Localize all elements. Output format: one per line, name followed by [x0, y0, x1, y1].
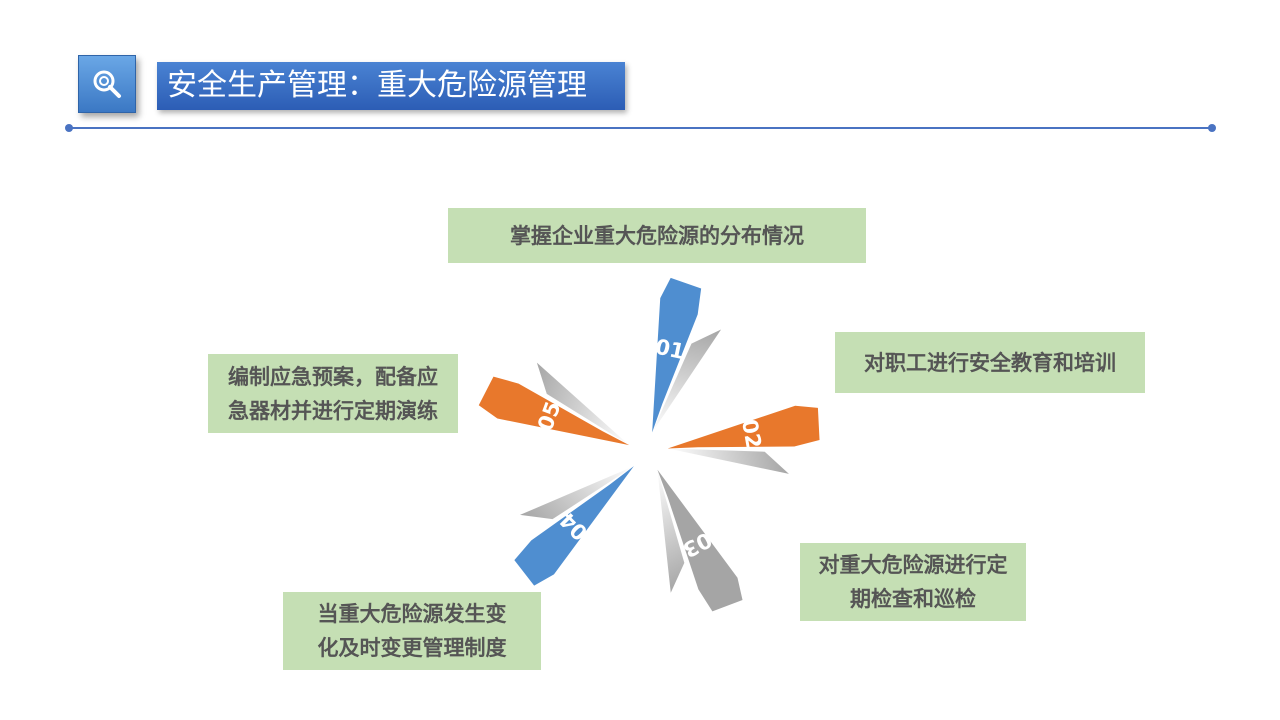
item-text-03-line2: 期检查和巡检: [850, 587, 976, 611]
arrow-shadow-04: [520, 466, 634, 520]
arrow-shadow-03: [657, 469, 685, 593]
arrow-number-01: 01: [653, 335, 687, 365]
item-label-04: 当重大危险源发生变 化及时变更管理制度: [283, 592, 541, 670]
divider-dot-right: [1208, 124, 1216, 132]
arrow-body-04: [514, 466, 634, 586]
item-text-02: 对职工进行安全教育和培训: [864, 350, 1116, 375]
page-title: 安全生产管理：重大危险源管理: [167, 68, 587, 103]
item-text-04-line2: 化及时变更管理制度: [317, 636, 507, 660]
arrow-04: 04: [514, 466, 634, 586]
arrow-02: 02: [667, 405, 820, 474]
arrow-number-02: 02: [737, 417, 766, 450]
item-label-01: 掌握企业重大危险源的分布情况: [448, 208, 866, 263]
arrow-body-03: [657, 469, 743, 612]
arrow-01: 01: [652, 277, 722, 433]
item-text-04-line1: 当重大危险源发生变: [317, 602, 507, 626]
header-search-icon: [78, 55, 136, 113]
arrow-body-02: [667, 405, 820, 449]
item-text-01: 掌握企业重大危险源的分布情况: [510, 223, 804, 248]
header-divider: [70, 127, 1212, 129]
item-label-03: 对重大危险源进行定 期检查和巡检: [800, 543, 1026, 621]
item-text-03-line1: 对重大危险源进行定: [818, 553, 1008, 577]
item-label-02: 对职工进行安全教育和培训: [835, 332, 1145, 393]
search-icon: [93, 70, 121, 98]
page-title-box: 安全生产管理：重大危险源管理: [157, 62, 625, 110]
arrow-03: 03: [657, 469, 743, 612]
item-text-05-line1: 编制应急预案，配备应: [228, 364, 438, 389]
item-text-05-line2: 急器材并进行定期演练: [228, 398, 438, 423]
item-label-05: 编制应急预案，配备应 急器材并进行定期演练: [208, 354, 458, 433]
arrow-body-05: [478, 376, 630, 446]
arrow-body-01: [652, 277, 702, 433]
arrow-05: 05: [478, 362, 630, 446]
divider-dot-left: [65, 124, 73, 132]
